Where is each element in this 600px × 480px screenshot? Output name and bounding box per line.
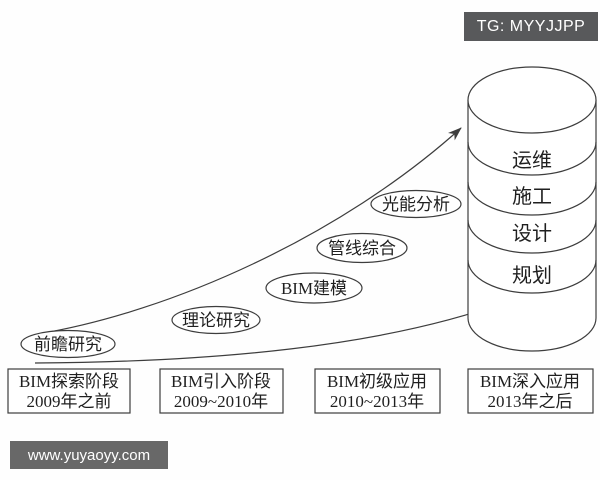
cylinder-layer-divider bbox=[467, 181, 597, 216]
bubble-pipeline-integration: 管线综合 bbox=[316, 232, 408, 264]
stage-title: BIM深入应用 bbox=[480, 372, 580, 391]
watermark-badge: www.yuyaoyy.com bbox=[10, 441, 168, 469]
stage-title: BIM探索阶段 bbox=[19, 372, 119, 391]
stage-box-rect bbox=[314, 368, 441, 414]
bubble-ellipse bbox=[265, 272, 363, 304]
stage-box-rect bbox=[7, 368, 131, 414]
cylinder-layer-label-construction: 施工 bbox=[512, 185, 552, 208]
bubble-label: 前瞻研究 bbox=[34, 335, 102, 354]
stage-period: 2010~2013年 bbox=[330, 392, 424, 411]
bubble-light-analysis: 光能分析 bbox=[370, 189, 462, 219]
tg-badge-label: TG: MYYJJPP bbox=[476, 17, 586, 35]
bubble-label: BIM建模 bbox=[281, 279, 347, 298]
growth-curve-arrow-icon bbox=[37, 127, 462, 335]
stage-box-primary-application: BIM初级应用 2010~2013年 bbox=[314, 368, 441, 414]
stage-box-introduction: BIM引入阶段 2009~2010年 bbox=[159, 368, 284, 414]
watermark-label: www.yuyaoyy.com bbox=[27, 446, 151, 464]
bubble-label: 光能分析 bbox=[382, 195, 450, 214]
bubble-label: 管线综合 bbox=[328, 239, 396, 258]
stage-box-advanced-application: BIM深入应用 2013年之后 bbox=[467, 368, 594, 414]
cylinder: 运维 施工 设计 规划 bbox=[467, 66, 597, 352]
bubble-ellipse bbox=[171, 305, 261, 335]
stage-period: 2009~2010年 bbox=[174, 392, 268, 411]
bubble-ellipse bbox=[370, 189, 462, 219]
bubble-prospective-research: 前瞻研究 bbox=[20, 329, 116, 359]
tg-badge: TG: MYYJJPP bbox=[464, 12, 598, 41]
stage-period: 2009年之前 bbox=[27, 392, 112, 411]
stage-title: BIM初级应用 bbox=[327, 372, 427, 391]
cylinder-layer-divider bbox=[467, 259, 597, 294]
bubble-theoretical-research: 理论研究 bbox=[171, 305, 261, 335]
stage-box-rect bbox=[159, 368, 284, 414]
cylinder-layer-label-design: 设计 bbox=[512, 222, 552, 245]
stage-box-rect bbox=[467, 368, 594, 414]
bubble-ellipse bbox=[20, 329, 116, 359]
cylinder-layer-divider bbox=[467, 219, 597, 254]
stage-title: BIM引入阶段 bbox=[171, 372, 271, 391]
stage-period: 2013年之后 bbox=[488, 392, 573, 411]
cylinder-layer-divider bbox=[467, 141, 597, 176]
stage-box-exploration: BIM探索阶段 2009年之前 bbox=[7, 368, 131, 414]
cylinder-layer-label-planning: 规划 bbox=[512, 264, 552, 287]
bubble-bim-modeling: BIM建模 bbox=[265, 272, 363, 304]
planning-arrow-icon bbox=[34, 294, 525, 364]
bubble-ellipse bbox=[316, 232, 408, 264]
cylinder-layer-label-operations: 运维 bbox=[512, 149, 552, 172]
cylinder-top-ellipse bbox=[467, 66, 597, 134]
bubble-label: 理论研究 bbox=[182, 311, 250, 330]
